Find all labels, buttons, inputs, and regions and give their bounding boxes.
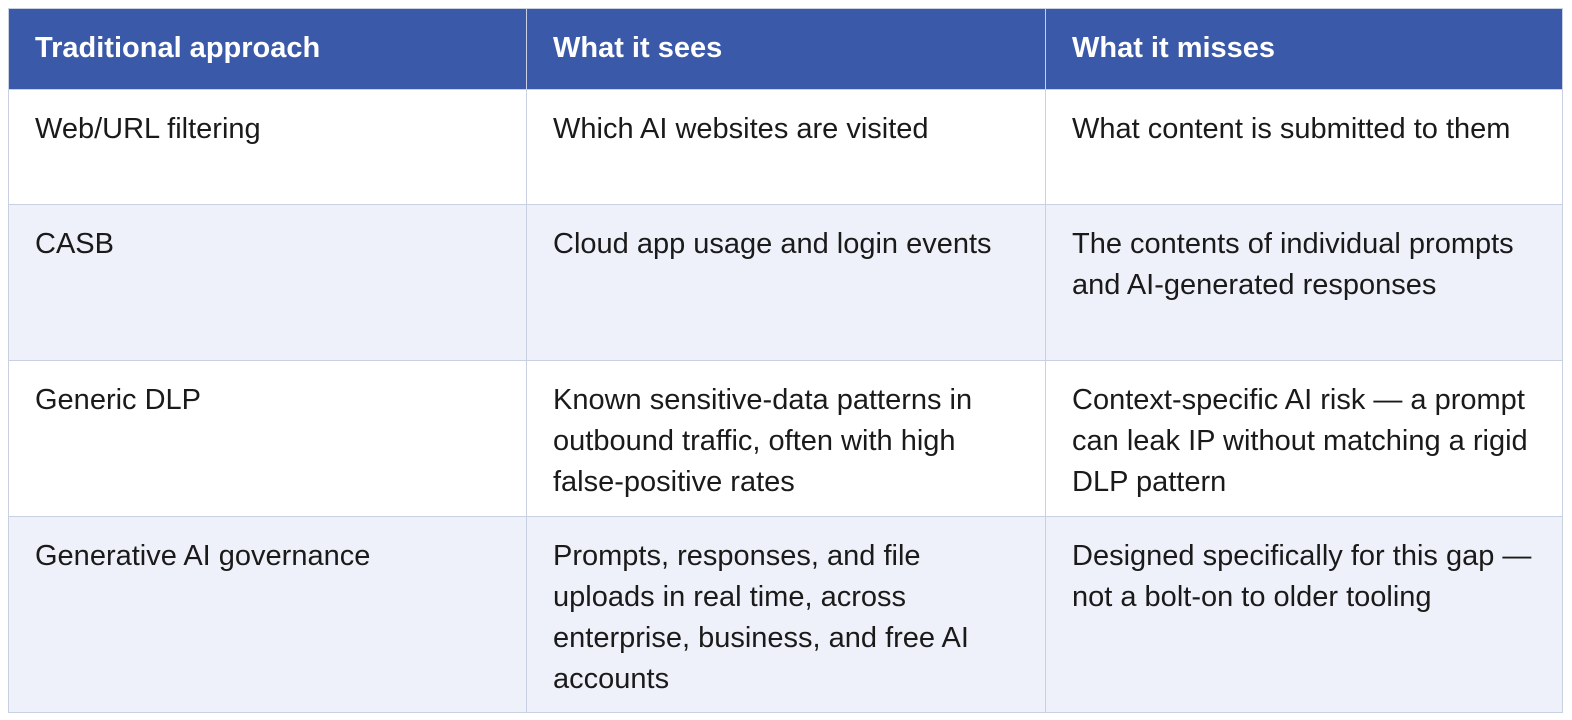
cell-misses: What content is submitted to them [1045,89,1563,205]
cell-misses: Designed specifically for this gap — not… [1045,516,1563,713]
header-what-it-sees: What it sees [526,8,1046,90]
table-row: CASB Cloud app usage and login events Th… [8,204,1563,361]
header-what-it-misses: What it misses [1045,8,1563,90]
cell-sees: Prompts, responses, and file uploads in … [526,516,1046,713]
cell-sees: Cloud app usage and login events [526,204,1046,361]
cell-sees: Which AI websites are visited [526,89,1046,205]
table-body: Web/URL filtering Which AI websites are … [8,89,1563,713]
header-row: Traditional approach What it sees What i… [8,8,1563,90]
comparison-table: Traditional approach What it sees What i… [8,8,1563,713]
cell-approach: Web/URL filtering [8,89,527,205]
table-row: Web/URL filtering Which AI websites are … [8,89,1563,205]
cell-sees: Known sensitive-data patterns in outboun… [526,360,1046,517]
cell-approach: Generic DLP [8,360,527,517]
cell-approach: Generative AI governance [8,516,527,713]
cell-misses: Context-specific AI risk — a prompt can … [1045,360,1563,517]
cell-misses: The contents of individual prompts and A… [1045,204,1563,361]
cell-approach: CASB [8,204,527,361]
table-header: Traditional approach What it sees What i… [8,8,1563,90]
table-row: Generic DLP Known sensitive-data pattern… [8,360,1563,517]
table-row: Generative AI governance Prompts, respon… [8,516,1563,713]
header-traditional-approach: Traditional approach [8,8,527,90]
comparison-table-wrapper: Traditional approach What it sees What i… [8,8,1563,713]
